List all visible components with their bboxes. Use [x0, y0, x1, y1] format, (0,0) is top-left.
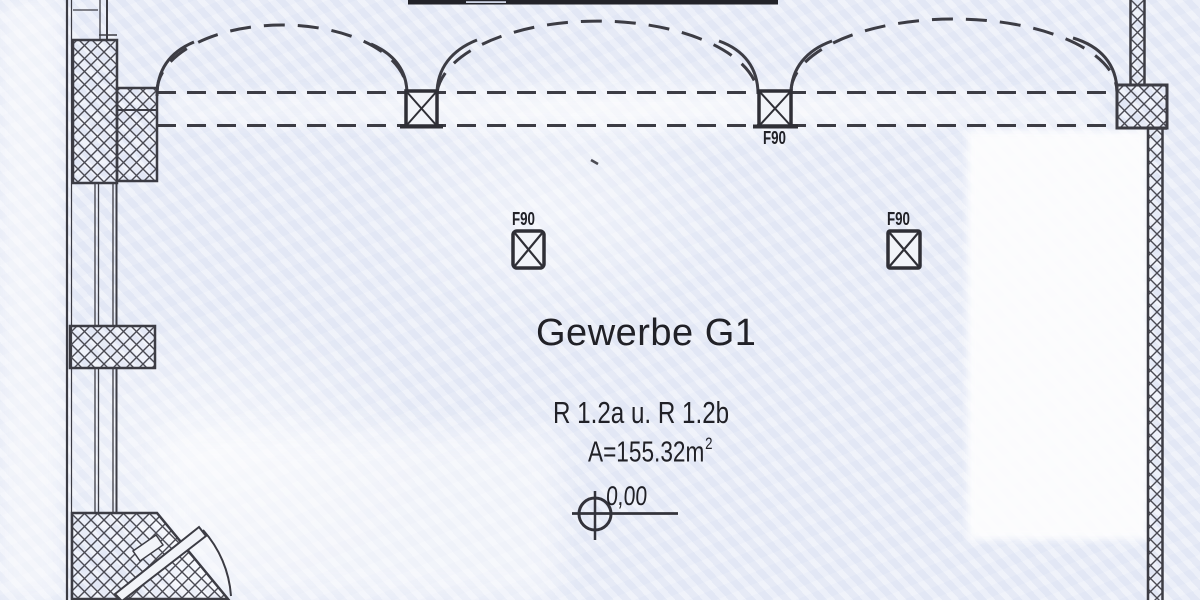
room-area: A=155.32m2 [588, 434, 713, 470]
left-wall [65, 0, 232, 600]
f90-label-mid-2: F90 [887, 209, 910, 229]
dashed-soffit-lines [157, 91, 1117, 127]
door-leaf [113, 525, 208, 600]
left-top-pier [71, 38, 159, 185]
area-value: A=155.32m [588, 436, 705, 469]
column-f90-mid-2 [886, 229, 922, 270]
f90-label-top-b: F90 [763, 128, 786, 148]
level-marker [572, 491, 678, 540]
right-wall [1115, 0, 1169, 600]
column-f90-top-a [400, 89, 443, 129]
arc-springs [155, 36, 1119, 97]
room-title: Gewerbe G1 [536, 312, 757, 354]
column-f90-mid-1 [511, 229, 546, 270]
area-superscript: 2 [705, 434, 713, 453]
right-pier [1115, 83, 1169, 130]
f90-label-mid-1: F90 [512, 209, 535, 229]
left-bottom-pier-door [70, 511, 232, 600]
door-swing-arc [202, 529, 232, 597]
column-f90-top-b [753, 89, 798, 129]
top-wall-band [408, 0, 778, 5]
vault-arcs [155, 17, 1119, 97]
room-numbers: R 1.2a u. R 1.2b [553, 395, 730, 430]
level-value: 0,00 [605, 481, 648, 511]
scan-speck [590, 158, 599, 166]
left-mid-pier [68, 324, 157, 370]
